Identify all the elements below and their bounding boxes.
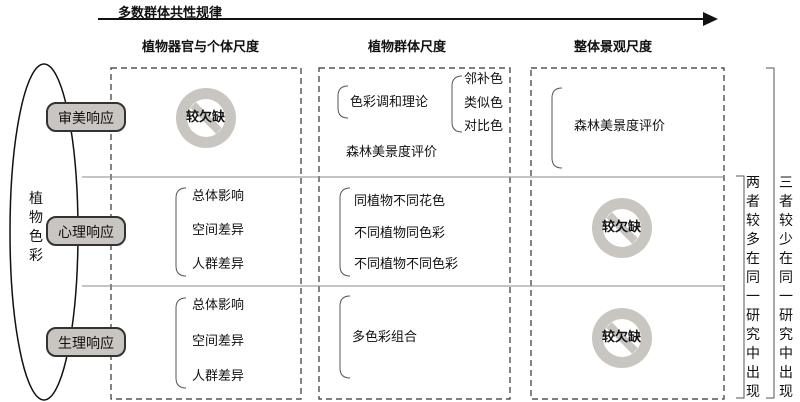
column-box-group [318, 67, 511, 400]
list-item: 总体影响 [192, 189, 245, 204]
note-char: 较 [779, 213, 793, 229]
bracket-r1c1 [339, 187, 351, 277]
note-char: 较 [746, 213, 760, 229]
note-three-rare: 三 者 较 少 在 同 一 研 究 中 出 现 [778, 174, 794, 402]
lacking-icon-r0c0 [176, 88, 236, 148]
row-pill-physiological: 生理响应 [46, 327, 126, 357]
note-char: 研 [779, 308, 793, 324]
root-char: 色 [29, 229, 43, 245]
list-item: 不同植物同色彩 [354, 226, 446, 241]
note-two-frequent: 两 者 较 多 在 同 一 研 究 中 出 现 [745, 174, 761, 402]
theory-label: 色彩调和理论 [350, 95, 429, 110]
note-char: 出 [779, 365, 793, 381]
list-item: 人群差异 [192, 369, 245, 384]
bracket-r1c0 [175, 187, 187, 277]
note-char: 中 [779, 346, 793, 362]
theory-item: 邻补色 [464, 72, 504, 87]
note-char: 多 [746, 232, 760, 248]
note-char: 同 [779, 270, 793, 286]
list-item: 总体影响 [192, 298, 245, 313]
list-item: 空间差异 [192, 223, 245, 238]
theory-item: 对比色 [464, 119, 504, 134]
column-header-organ: 植物器官与个体尺度 [142, 40, 260, 55]
note-char: 一 [779, 289, 793, 305]
note-char: 研 [746, 308, 760, 324]
note-char: 者 [779, 194, 793, 210]
note-char: 究 [779, 327, 793, 343]
list-item: 空间差异 [192, 334, 245, 349]
note-char: 在 [746, 251, 760, 267]
evaluation-label-r0c1: 森林美景度评价 [346, 145, 438, 160]
note-char: 少 [779, 232, 793, 248]
evaluation-label-r0c2: 森林美景度评价 [574, 119, 666, 134]
top-arrow-label: 多数群体共性规律 [118, 6, 223, 21]
list-item: 不同植物不同色彩 [354, 257, 459, 272]
column-box-landscape [530, 67, 725, 400]
root-char: 彩 [29, 248, 43, 264]
bracket-r0c1-items [451, 75, 463, 133]
lacking-icon-r1c2 [592, 198, 652, 258]
column-header-landscape: 整体景观尺度 [574, 40, 653, 55]
theory-item: 类似色 [464, 96, 504, 111]
bracket-right-outer [766, 67, 775, 399]
note-char: 究 [746, 327, 760, 343]
list-item: 多色彩组合 [352, 330, 418, 345]
row-pill-aesthetic: 审美响应 [46, 102, 126, 132]
note-char: 者 [746, 194, 760, 210]
lacking-label-r2c2: 较欠缺 [602, 330, 642, 345]
column-header-group: 植物群体尺度 [368, 40, 447, 55]
root-label: 植 物 色 彩 [28, 190, 44, 266]
bracket-r0c1 [337, 85, 349, 119]
bracket-r2c1 [339, 295, 351, 379]
top-arrow-head [703, 12, 718, 26]
lacking-label-r0c0: 较欠缺 [186, 110, 226, 125]
root-char: 植 [29, 191, 43, 207]
lacking-label-r1c2: 较欠缺 [602, 220, 642, 235]
note-char: 现 [746, 384, 760, 400]
bracket-r2c0 [175, 297, 187, 389]
root-char: 物 [29, 210, 43, 226]
bracket-r0c2 [551, 87, 563, 169]
note-char: 两 [746, 175, 760, 191]
note-char: 三 [779, 175, 793, 191]
column-box-organ [110, 67, 302, 400]
note-char: 一 [746, 289, 760, 305]
list-item: 同植物不同花色 [354, 194, 446, 209]
list-item: 人群差异 [192, 257, 245, 272]
note-char: 在 [779, 251, 793, 267]
note-char: 出 [746, 365, 760, 381]
note-char: 同 [746, 270, 760, 286]
note-char: 中 [746, 346, 760, 362]
bracket-right-inner [736, 175, 745, 399]
lacking-icon-r2c2 [592, 308, 652, 368]
row-pill-psychological: 心理响应 [46, 216, 126, 246]
note-char: 现 [779, 384, 793, 400]
